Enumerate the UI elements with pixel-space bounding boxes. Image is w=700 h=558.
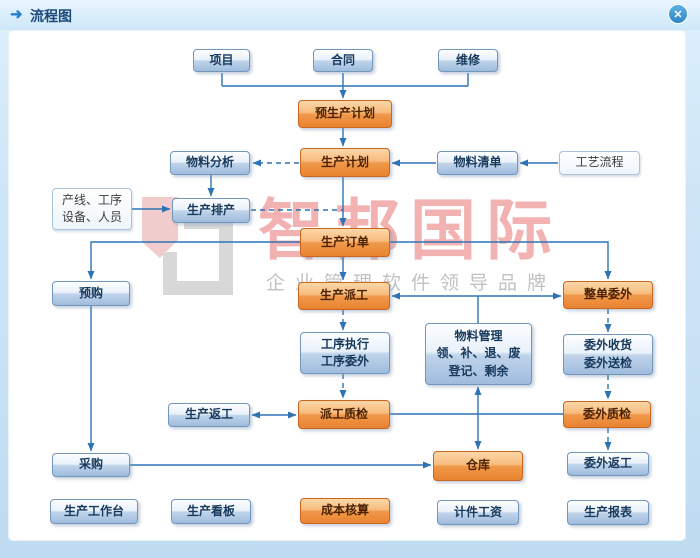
node-process-execution[interactable]: 工序执行 工序委外 <box>300 332 390 374</box>
node-purchasing[interactable]: 采购 <box>52 453 130 477</box>
titlebar: ➜ 流程图 ✕ <box>0 0 700 30</box>
node-label: 产线、工序 <box>61 192 122 207</box>
node-whole-order-outsourcing[interactable]: 整单委外 <box>563 281 653 309</box>
node-label: 委外送检 <box>583 355 632 370</box>
edge-top-sources-join <box>221 73 469 87</box>
node-line-resources[interactable]: 产线、工序 设备、人员 <box>52 188 132 230</box>
node-piece-rate-wages[interactable]: 计件工资 <box>437 500 519 525</box>
close-button[interactable]: ✕ <box>668 4 688 24</box>
node-production-kanban[interactable]: 生产看板 <box>171 499 251 524</box>
node-production-scheduling[interactable]: 生产排产 <box>172 198 250 223</box>
edge-order-to-prepurchase <box>87 241 300 280</box>
node-production-order[interactable]: 生产订单 <box>300 228 390 257</box>
edge-order-to-outsourcing <box>390 241 612 280</box>
node-project[interactable]: 项目 <box>193 49 250 72</box>
node-production-plan[interactable]: 生产计划 <box>300 148 390 177</box>
node-warehouse[interactable]: 仓库 <box>433 451 523 481</box>
node-outsourcing-receiving[interactable]: 委外收货 委外送检 <box>563 334 653 375</box>
node-pre-purchase[interactable]: 预购 <box>52 281 130 306</box>
title-arrow-icon: ➜ <box>10 6 23 23</box>
node-maintenance[interactable]: 维修 <box>438 49 498 72</box>
node-dispatch-inspection[interactable]: 派工质检 <box>298 400 390 429</box>
node-material-list[interactable]: 物料清单 <box>437 151 518 175</box>
node-material-management[interactable]: 物料管理 领、补、退、废 登记、剩余 <box>425 323 532 385</box>
node-outsourcing-rework[interactable]: 委外返工 <box>567 452 649 476</box>
node-label: 设备、人员 <box>61 210 122 224</box>
node-label: 领、补、退、废 <box>436 346 521 361</box>
node-label: 工序执行 <box>320 336 369 351</box>
node-production-reports[interactable]: 生产报表 <box>567 500 649 525</box>
node-label: 工序委外 <box>320 354 369 368</box>
node-outsourcing-inspection[interactable]: 委外质检 <box>563 401 651 428</box>
node-label: 物料管理 <box>454 328 503 343</box>
node-production-dispatch[interactable]: 生产派工 <box>298 282 390 310</box>
node-production-workbench[interactable]: 生产工作台 <box>50 499 138 524</box>
node-cost-accounting[interactable]: 成本核算 <box>300 498 390 524</box>
node-label: 登记、剩余 <box>448 363 509 378</box>
node-process-flow[interactable]: 工艺流程 <box>559 151 640 175</box>
node-production-rework[interactable]: 生产返工 <box>168 403 250 427</box>
node-material-analysis[interactable]: 物料分析 <box>170 151 250 175</box>
node-pre-production-plan[interactable]: 预生产计划 <box>298 100 392 128</box>
node-label: 委外收货 <box>583 338 632 353</box>
node-contract[interactable]: 合同 <box>313 49 373 72</box>
page-title: 流程图 <box>30 8 72 24</box>
